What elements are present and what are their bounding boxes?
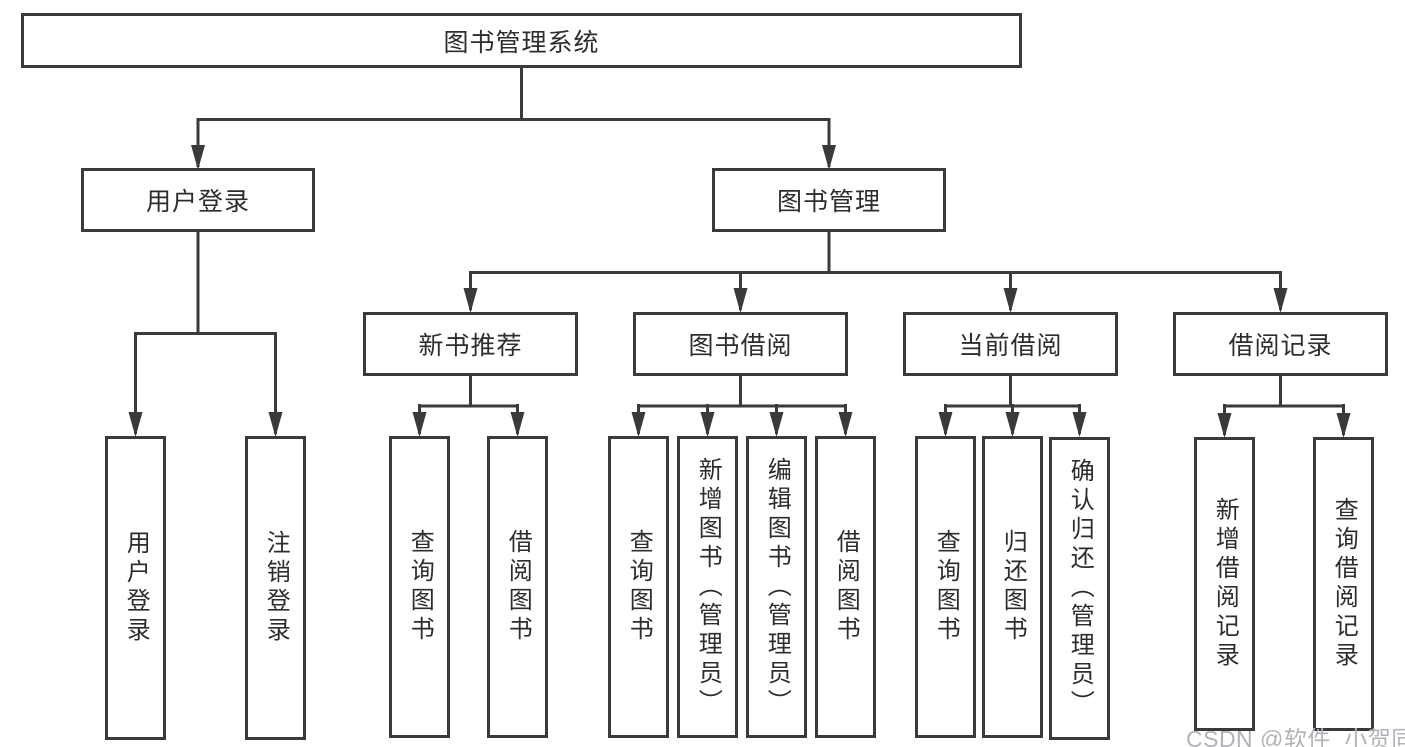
node-new-book-recommend-label: 新书推荐 [418,332,523,360]
leaf-confirm-return-admin: 确认归还（管理员） [1049,437,1110,740]
leaf-logout: 注销登录 [245,436,306,740]
leaf-user-login-label: 用户登录 [122,530,150,646]
node-user-login-label: 用户登录 [145,188,250,216]
leaf-return-book-label: 归还图书 [999,529,1027,645]
leaf-query-book-3-label: 查询图书 [932,529,960,645]
arrowheads [128,145,1351,438]
leaf-return-book: 归还图书 [982,436,1043,738]
leaf-logout-label: 注销登录 [262,530,290,646]
leaf-borrow-book-2: 借阅图书 [815,436,876,738]
node-new-book-recommend: 新书推荐 [363,312,578,376]
node-book-management-label: 图书管理 [776,188,881,216]
node-current-borrowing: 当前借阅 [903,312,1118,376]
leaf-query-book-3: 查询图书 [915,436,976,738]
leaf-borrow-book-1: 借阅图书 [487,436,548,738]
leaf-query-book-1-label: 查询图书 [406,529,434,645]
leaf-add-borrow-record: 新增借阅记录 [1194,437,1255,731]
csdn-watermark: CSDN @软件_小贺同学 [1186,726,1405,747]
leaf-query-book-1: 查询图书 [389,436,450,738]
leaf-query-borrow-record: 查询借阅记录 [1313,437,1374,731]
node-user-login: 用户登录 [81,168,315,232]
node-book-borrowing-label: 图书借阅 [688,332,793,360]
leaf-add-book-admin: 新增图书（管理员） [677,436,738,738]
node-borrowing-records: 借阅记录 [1173,312,1388,376]
node-book-management: 图书管理 [712,168,946,232]
node-root: 图书管理系统 [21,13,1022,68]
leaf-add-borrow-record-label: 新增借阅记录 [1211,497,1239,671]
node-borrowing-records-label: 借阅记录 [1228,332,1333,360]
leaf-query-book-2-label: 查询图书 [625,529,653,645]
leaf-edit-book-admin-label: 编辑图书（管理员） [763,456,791,718]
leaf-add-book-admin-label: 新增图书（管理员） [694,456,722,718]
leaf-query-borrow-record-label: 查询借阅记录 [1330,497,1358,671]
leaf-user-login: 用户登录 [105,436,166,740]
leaf-confirm-return-admin-label: 确认归还（管理员） [1066,458,1094,719]
node-current-borrowing-label: 当前借阅 [958,332,1063,360]
leaf-query-book-2: 查询图书 [608,436,669,738]
leaf-borrow-book-1-label: 借阅图书 [504,529,532,645]
node-book-borrowing: 图书借阅 [633,312,848,376]
leaf-edit-book-admin: 编辑图书（管理员） [746,436,807,738]
leaf-borrow-book-2-label: 借阅图书 [832,529,860,645]
connector-paths [134,68,1345,435]
node-root-label: 图书管理系统 [443,28,600,57]
